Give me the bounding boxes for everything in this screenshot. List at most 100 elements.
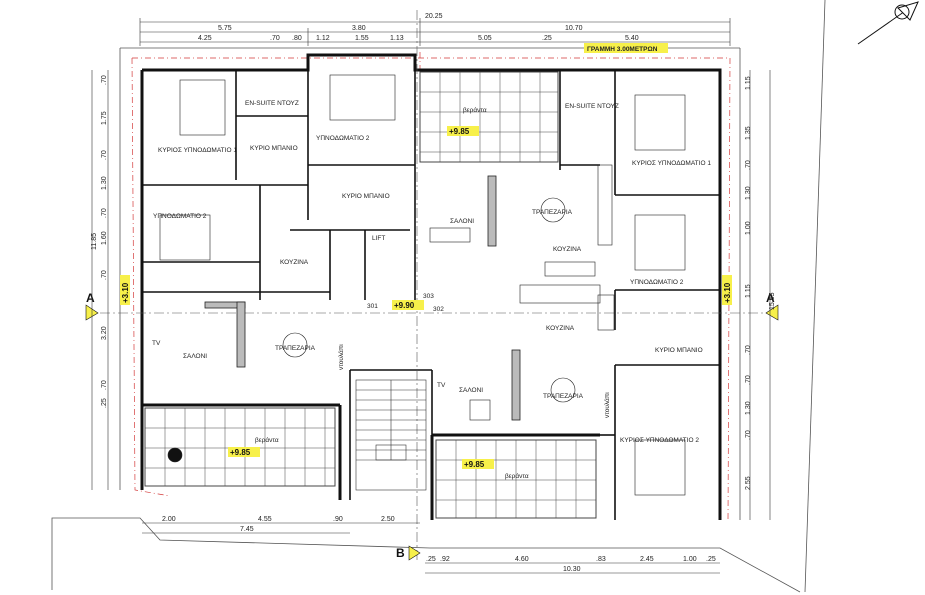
dim-br-7: .25 (706, 556, 716, 563)
dim-top2-8: .25 (542, 35, 552, 42)
dim-left-5: .70 (101, 208, 108, 218)
dim-left-7: .70 (101, 270, 108, 280)
dim-bl-4: 2.50 (381, 516, 395, 523)
dim-left-total: 11.85 (91, 233, 98, 250)
dim-top-1: 5.75 (218, 25, 232, 32)
dim-bl-3: .90 (333, 516, 343, 523)
room-veranda-br: βεράντα (505, 472, 529, 480)
room-kitchen-left: ΚΟΥΖΙΝΑ (280, 259, 309, 266)
plant-icon (167, 447, 183, 463)
room-en-suite-left: EN-SUITE ΝΤΟΥΖ (245, 100, 299, 107)
level-bg-4 (462, 459, 494, 469)
dim-right-9: .70 (745, 430, 752, 440)
site-boundary (51, 0, 826, 593)
dim-right-8: 1.30 (745, 401, 752, 415)
dim-top2-1: 4.25 (198, 35, 212, 42)
dim-right-6: .70 (745, 345, 752, 355)
dim-top2-5: 1.55 (355, 35, 369, 42)
staircase (355, 379, 427, 491)
level-310-left-bg (120, 275, 130, 305)
bed-icon (329, 74, 396, 121)
room-master-bath-right: ΚΥΡΙΟ ΜΠΑΝΙΟ (655, 347, 703, 354)
room-kitchen-right: ΚΟΥΖΙΝΑ (546, 325, 575, 332)
room-veranda-top: βεράντα (463, 106, 487, 114)
dim-bl-total: 7.45 (240, 526, 254, 533)
dim-left-9: .70 (101, 380, 108, 390)
bed-icon (634, 214, 686, 271)
dim-br-4: .83 (596, 556, 606, 563)
tv-label-2: TV (437, 382, 446, 389)
dim-right-5: 1.00 (745, 221, 752, 235)
dim-top-2: 3.80 (352, 25, 366, 32)
tag-301: 301 (367, 303, 378, 310)
dim-top2-9: 5.40 (625, 35, 639, 42)
dim-left-10: .25 (101, 398, 108, 408)
room-veranda-bl: βεράντα (255, 436, 279, 444)
section-a-left: A (86, 291, 95, 305)
dim-right-10: 2.55 (745, 476, 752, 490)
dining-table-icon (540, 197, 566, 223)
dim-right-2: 1.35 (745, 126, 752, 140)
dim-top2-4: 1.12 (316, 35, 330, 42)
room-living-bottom: ΣΑΛΟΝΙ (459, 387, 483, 394)
left-dimension-lines (91, 70, 109, 490)
tag-302: 302 (433, 306, 444, 313)
dim-right-4: 1.30 (745, 186, 752, 200)
level-bg-2 (392, 300, 424, 310)
section-b: B (396, 546, 405, 560)
room-master-bath-center: ΚΥΡΙΟ ΜΠΑΝΙΟ (342, 193, 390, 200)
setback-label-bg (584, 43, 668, 53)
dim-right-7: .70 (745, 375, 752, 385)
dim-top-3: 10.70 (565, 25, 583, 32)
bed-icon (634, 439, 686, 496)
level-310-right: +3.10 (723, 282, 732, 303)
level-310-left: +3.10 (121, 282, 130, 303)
bed-icon (179, 79, 226, 136)
level-marker-3: +9.85 (230, 448, 251, 457)
dim-br-6: 1.00 (683, 556, 697, 563)
dim-bl-1: 2.00 (162, 516, 176, 523)
dim-br-2: .92 (440, 556, 450, 563)
room-bedroom-2-left: ΥΠΝΟΔΩΜΑΤΙΟ 2 (153, 213, 207, 220)
interior-walls (142, 70, 720, 520)
dim-right-3: .70 (745, 160, 752, 170)
level-bg-1 (447, 126, 479, 136)
room-master-bedroom-1-right: ΚΥΡΙΟΣ ΥΠΝΟΔΩΜΑΤΙΟ 1 (632, 160, 711, 167)
setback-line (131, 52, 731, 523)
veranda-hatch-br (435, 439, 597, 519)
room-dining-left: ΤΡΑΠΕΖΑΡΙΑ (275, 345, 316, 352)
room-en-suite-right: EN-SUITE ΝΤΟΥΖ (565, 103, 619, 110)
room-bedroom-2-right: ΥΠΝΟΔΩΜΑΤΙΟ 2 (630, 279, 684, 286)
dim-top-total: 20.25 (425, 13, 443, 20)
sofas (204, 175, 521, 421)
dim-right-sub: 1.15 (745, 284, 752, 298)
dim-top2-3: .80 (292, 35, 302, 42)
bed-icon (634, 94, 686, 151)
room-living-center: ΣΑΛΟΝΙ (450, 218, 474, 225)
lift-label: LIFT (372, 235, 385, 242)
beds (159, 74, 686, 496)
tag-303: 303 (423, 293, 434, 300)
dim-left-2: 1.75 (101, 111, 108, 125)
section-a-right: A (766, 291, 775, 305)
dim-top2-7: 5.05 (478, 35, 492, 42)
wardrobe-label-1: ντουλάπι (337, 344, 345, 370)
section-a-right-icon (765, 304, 779, 321)
room-living-left: ΣΑΛΟΝΙ (183, 353, 207, 360)
dim-top2-6: 1.13 (390, 35, 404, 42)
level-marker-1: +9.85 (449, 127, 470, 136)
dim-br-1: .25 (426, 556, 436, 563)
dining-tables (167, 197, 576, 463)
dim-left-4: 1.30 (101, 176, 108, 190)
room-master-bedroom-1-left: ΚΥΡΙΟΣ ΥΠΝΟΔΩΜΑΤΙΟ 1 (158, 147, 237, 154)
section-b-icon (408, 545, 421, 561)
tv-label-1: TV (152, 340, 161, 347)
bed-icon (159, 214, 211, 261)
veranda-hatch-top (419, 71, 559, 163)
dim-right-total: 15.95 (769, 292, 776, 310)
dim-bl-2: 4.55 (258, 516, 272, 523)
room-bedroom-2-top: ΥΠΝΟΔΩΜΑΤΙΟ 2 (316, 135, 370, 142)
dim-top2-2: .70 (270, 35, 280, 42)
